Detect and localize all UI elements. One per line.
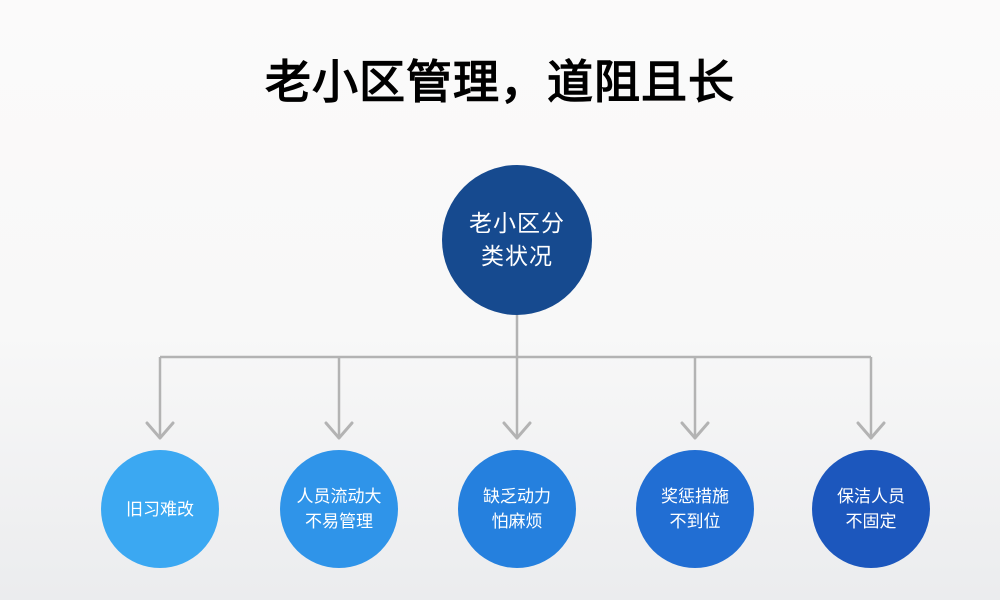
branch-node-old-habits: 旧习难改 — [101, 450, 219, 568]
branch-node-high-turnover: 人员流动大 不易管理 — [280, 450, 398, 568]
branch-node-rewards-punishments: 奖惩措施 不到位 — [636, 450, 754, 568]
root-node-old-community-classification: 老小区分 类状况 — [442, 165, 592, 315]
page-title: 老小区管理，道阻且长 — [265, 56, 735, 108]
connector-trunk — [158, 312, 873, 436]
branch-node-cleaning-staff: 保洁人员 不固定 — [812, 450, 930, 568]
branch-node-lack-motivation: 缺乏动力 怕麻烦 — [458, 450, 576, 568]
arrowhead-icons — [145, 421, 886, 440]
